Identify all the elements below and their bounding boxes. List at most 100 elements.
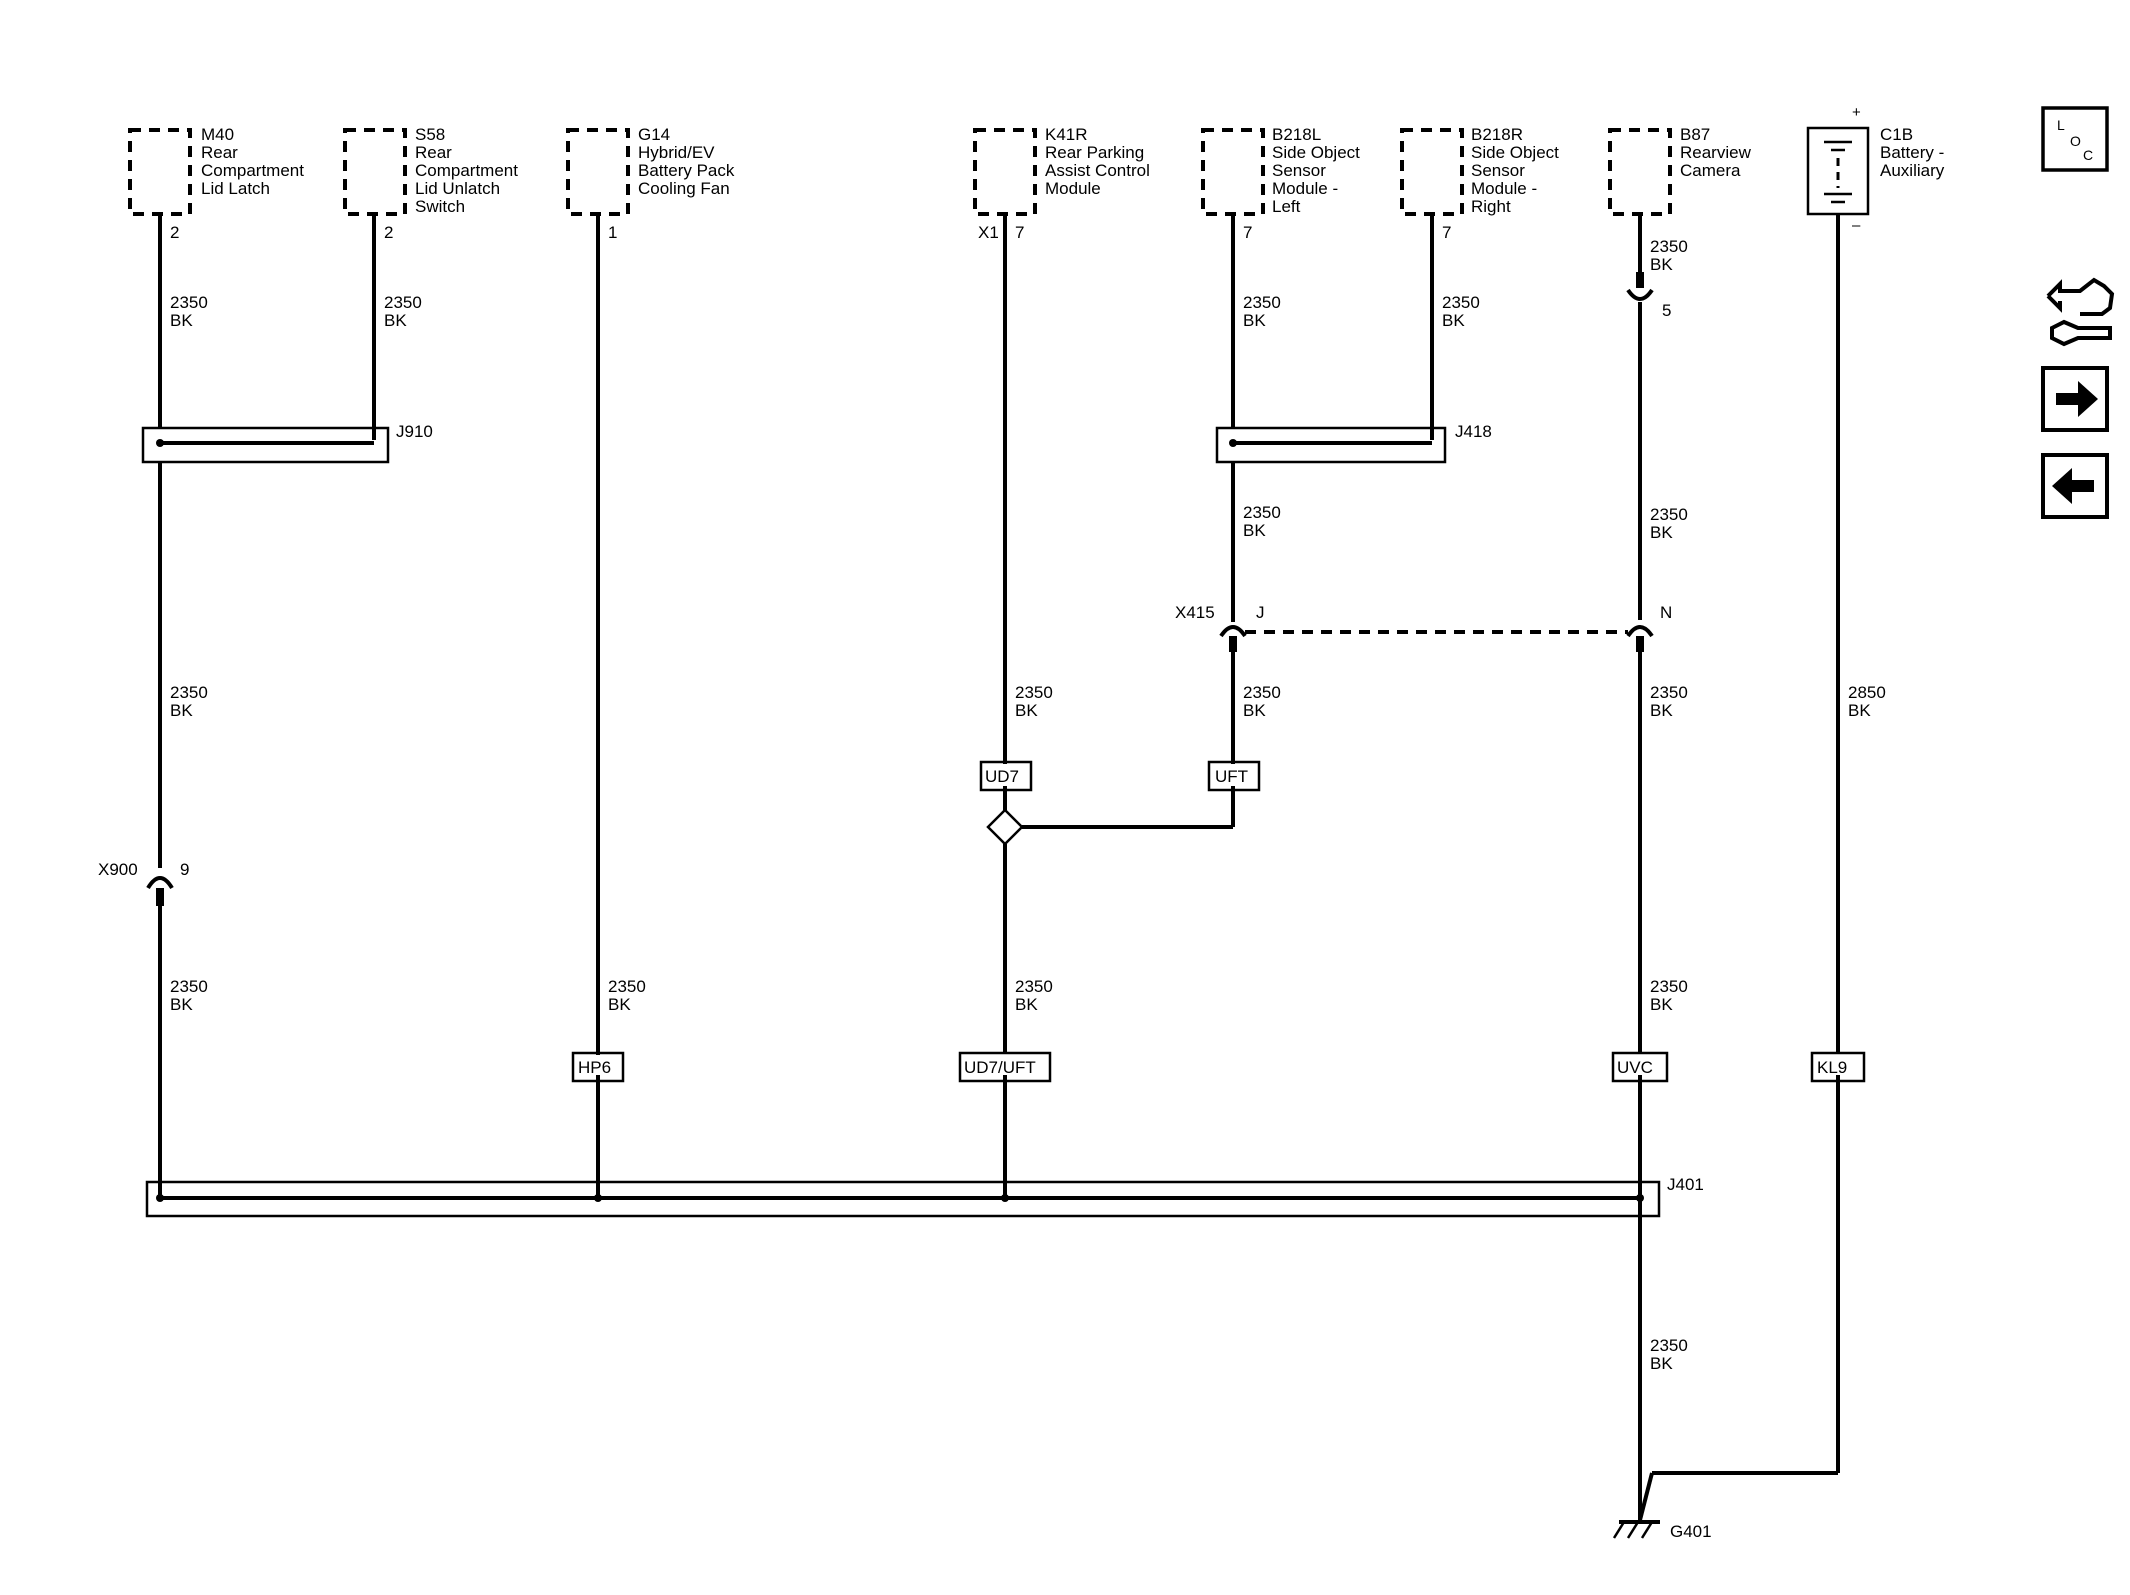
svg-text:J910: J910 (396, 422, 433, 441)
svg-text:2350: 2350 (1650, 505, 1688, 524)
option-uft: UFT (1207, 760, 1261, 792)
svg-text:2350: 2350 (170, 293, 208, 312)
option-junction-diamond (986, 808, 1024, 846)
svg-text:Sensor: Sensor (1272, 161, 1326, 180)
ground-g401: G401 (1612, 1520, 1712, 1541)
svg-text:Switch: Switch (415, 197, 465, 216)
svg-text:2350: 2350 (1442, 293, 1480, 312)
svg-text:Module -: Module - (1272, 179, 1338, 198)
svg-text:7: 7 (1015, 223, 1024, 242)
svg-text:UVC: UVC (1617, 1058, 1653, 1077)
svg-text:BK: BK (1243, 701, 1266, 720)
svg-text:2350: 2350 (1650, 683, 1688, 702)
svg-text:Sensor: Sensor (1471, 161, 1525, 180)
component-b218r: B218R Side Object Sensor Module - Right … (1400, 125, 1559, 242)
splice-j418: J418 (1215, 422, 1492, 464)
diagnostic-tools-icon[interactable] (2046, 277, 2115, 347)
svg-text:Rear: Rear (415, 143, 452, 162)
svg-text:BK: BK (1243, 311, 1266, 330)
svg-text:BK: BK (1650, 1354, 1673, 1373)
svg-text:7: 7 (1243, 223, 1252, 242)
svg-text:Rear: Rear (201, 143, 238, 162)
option-hp6: HP6 (571, 1051, 625, 1083)
svg-text:UFT: UFT (1215, 767, 1248, 786)
svg-text:2350: 2350 (170, 683, 208, 702)
svg-text:Module: Module (1045, 179, 1101, 198)
svg-text:Side Object: Side Object (1471, 143, 1559, 162)
svg-text:2: 2 (170, 223, 179, 242)
svg-text:Assist Control: Assist Control (1045, 161, 1150, 180)
svg-text:O: O (2070, 133, 2081, 149)
component-b87: B87 Rearview Camera (1608, 125, 1752, 216)
svg-text:Battery Pack: Battery Pack (638, 161, 735, 180)
svg-text:G14: G14 (638, 125, 670, 144)
svg-text:2350: 2350 (608, 977, 646, 996)
svg-text:2: 2 (384, 223, 393, 242)
svg-text:J418: J418 (1455, 422, 1492, 441)
svg-text:BK: BK (384, 311, 407, 330)
svg-text:2350: 2350 (384, 293, 422, 312)
svg-text:BK: BK (170, 701, 193, 720)
svg-text:Camera: Camera (1680, 161, 1741, 180)
svg-text:Lid Unlatch: Lid Unlatch (415, 179, 500, 198)
svg-text:K41R: K41R (1045, 125, 1088, 144)
svg-text:Auxiliary: Auxiliary (1880, 161, 1945, 180)
svg-text:2350: 2350 (1243, 683, 1281, 702)
svg-text:Cooling Fan: Cooling Fan (638, 179, 730, 198)
svg-text:BK: BK (1848, 701, 1871, 720)
component-c1b-battery: + – C1B Battery - Auxiliary (1806, 104, 1945, 234)
svg-text:BK: BK (1243, 521, 1266, 540)
svg-text:C1B: C1B (1880, 125, 1913, 144)
svg-text:HP6: HP6 (578, 1058, 611, 1077)
option-uvc: UVC (1611, 1051, 1669, 1083)
component-b218l: B218L Side Object Sensor Module - Left 7 (1201, 125, 1360, 242)
svg-text:N: N (1660, 603, 1672, 622)
svg-text:2350: 2350 (1243, 503, 1281, 522)
svg-text:BK: BK (170, 311, 193, 330)
svg-text:Right: Right (1471, 197, 1511, 216)
svg-text:BK: BK (1650, 995, 1673, 1014)
svg-text:2850: 2850 (1848, 683, 1886, 702)
svg-text:Side Object: Side Object (1272, 143, 1360, 162)
option-ud7: UD7 (979, 760, 1033, 792)
svg-text:S58: S58 (415, 125, 445, 144)
previous-page-arrow-icon[interactable] (2041, 453, 2109, 519)
svg-text:BK: BK (1650, 523, 1673, 542)
svg-text:X1: X1 (978, 223, 999, 242)
splice-j910: J910 (141, 422, 433, 464)
connector-x900: X900 9 (98, 860, 189, 906)
svg-text:BK: BK (1015, 701, 1038, 720)
next-page-arrow-icon[interactable] (2041, 366, 2109, 432)
svg-text:BK: BK (1015, 995, 1038, 1014)
svg-text:2350: 2350 (170, 977, 208, 996)
svg-text:B87: B87 (1680, 125, 1710, 144)
component-k41r: K41R Rear Parking Assist Control Module … (973, 125, 1150, 242)
svg-text:Rear Parking: Rear Parking (1045, 143, 1144, 162)
svg-text:–: – (1852, 217, 1861, 234)
svg-text:X900: X900 (98, 860, 138, 879)
svg-text:Left: Left (1272, 197, 1301, 216)
option-ud7-uft: UD7/UFT (958, 1051, 1052, 1083)
component-g14: G14 Hybrid/EV Battery Pack Cooling Fan 1 (566, 125, 735, 242)
svg-text:BK: BK (608, 995, 631, 1014)
svg-text:G401: G401 (1670, 1522, 1712, 1541)
svg-text:M40: M40 (201, 125, 234, 144)
svg-text:2350: 2350 (1650, 977, 1688, 996)
svg-text:J401: J401 (1667, 1175, 1704, 1194)
svg-text:2350: 2350 (1650, 1336, 1688, 1355)
svg-text:C: C (2083, 147, 2093, 163)
svg-text:B218L: B218L (1272, 125, 1321, 144)
svg-text:Compartment: Compartment (201, 161, 304, 180)
connector-x415-j: X415 J (1175, 603, 1265, 652)
location-icon[interactable]: L O C (2041, 106, 2109, 172)
svg-text:7: 7 (1442, 223, 1451, 242)
svg-text:9: 9 (180, 860, 189, 879)
svg-text:Battery -: Battery - (1880, 143, 1944, 162)
svg-text:BK: BK (1650, 255, 1673, 274)
svg-text:UD7/UFT: UD7/UFT (964, 1058, 1036, 1077)
option-kl9: KL9 (1810, 1051, 1866, 1083)
svg-text:2350: 2350 (1243, 293, 1281, 312)
wire-labels: 2350 BK 2350 BK 2350 BK 2350 BK 2350 BK … (170, 237, 1886, 1373)
svg-text:Lid Latch: Lid Latch (201, 179, 270, 198)
